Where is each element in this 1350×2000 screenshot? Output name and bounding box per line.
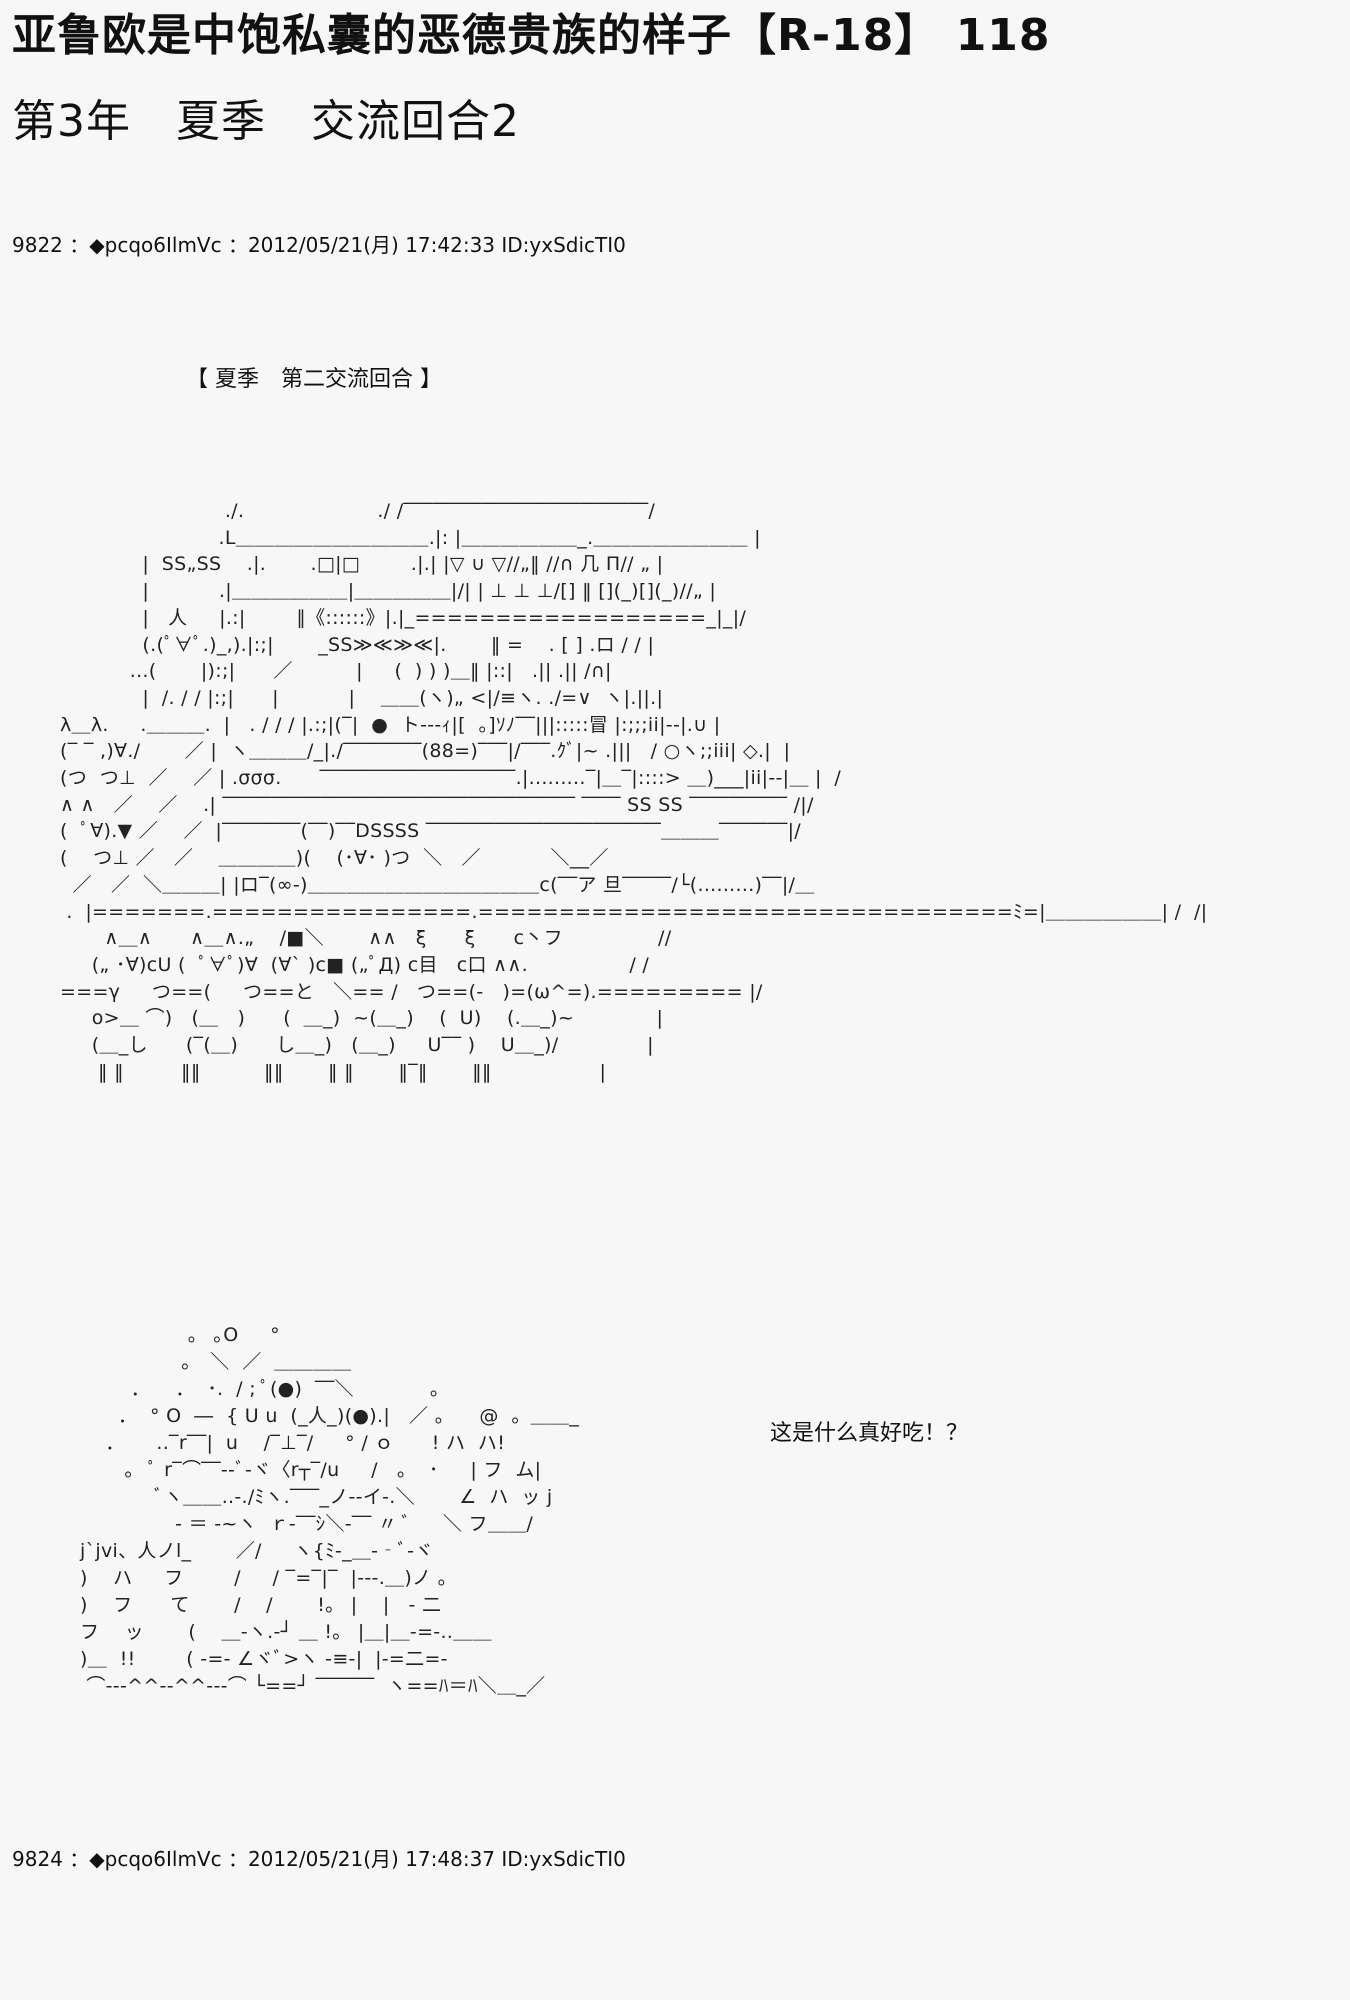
section-label: 【 夏季 第二交流回合 】 xyxy=(186,367,442,392)
document-subtitle: 第3年 夏季 交流回合2 xyxy=(12,96,520,147)
ascii-art-eating: 。 ｡O ° ｡ ＼ ／ ＿＿＿＿ ． ． ･. / ; ﾟ(●) ‾‾＼ 。 … xyxy=(80,1324,580,1697)
speech-text: 这是什么真好吃！？ xyxy=(770,1421,969,1446)
post-header: 9822 ：◆pcqo6IlmVc ：2012/05/21(月) 17:42:3… xyxy=(12,233,626,257)
ascii-art-scene: ./. ./ /‾‾‾‾‾‾‾‾‾‾‾‾‾‾‾‾‾‾‾‾‾‾‾‾‾/ .L＿＿＿… xyxy=(60,500,1208,1083)
document-title: 亚鲁欧是中饱私囊的恶德贵族的样子【R-18】 118 xyxy=(12,10,1051,61)
post-header: 9824 ：◆pcqo6IlmVc ：2012/05/21(月) 17:48:3… xyxy=(12,1847,626,1871)
